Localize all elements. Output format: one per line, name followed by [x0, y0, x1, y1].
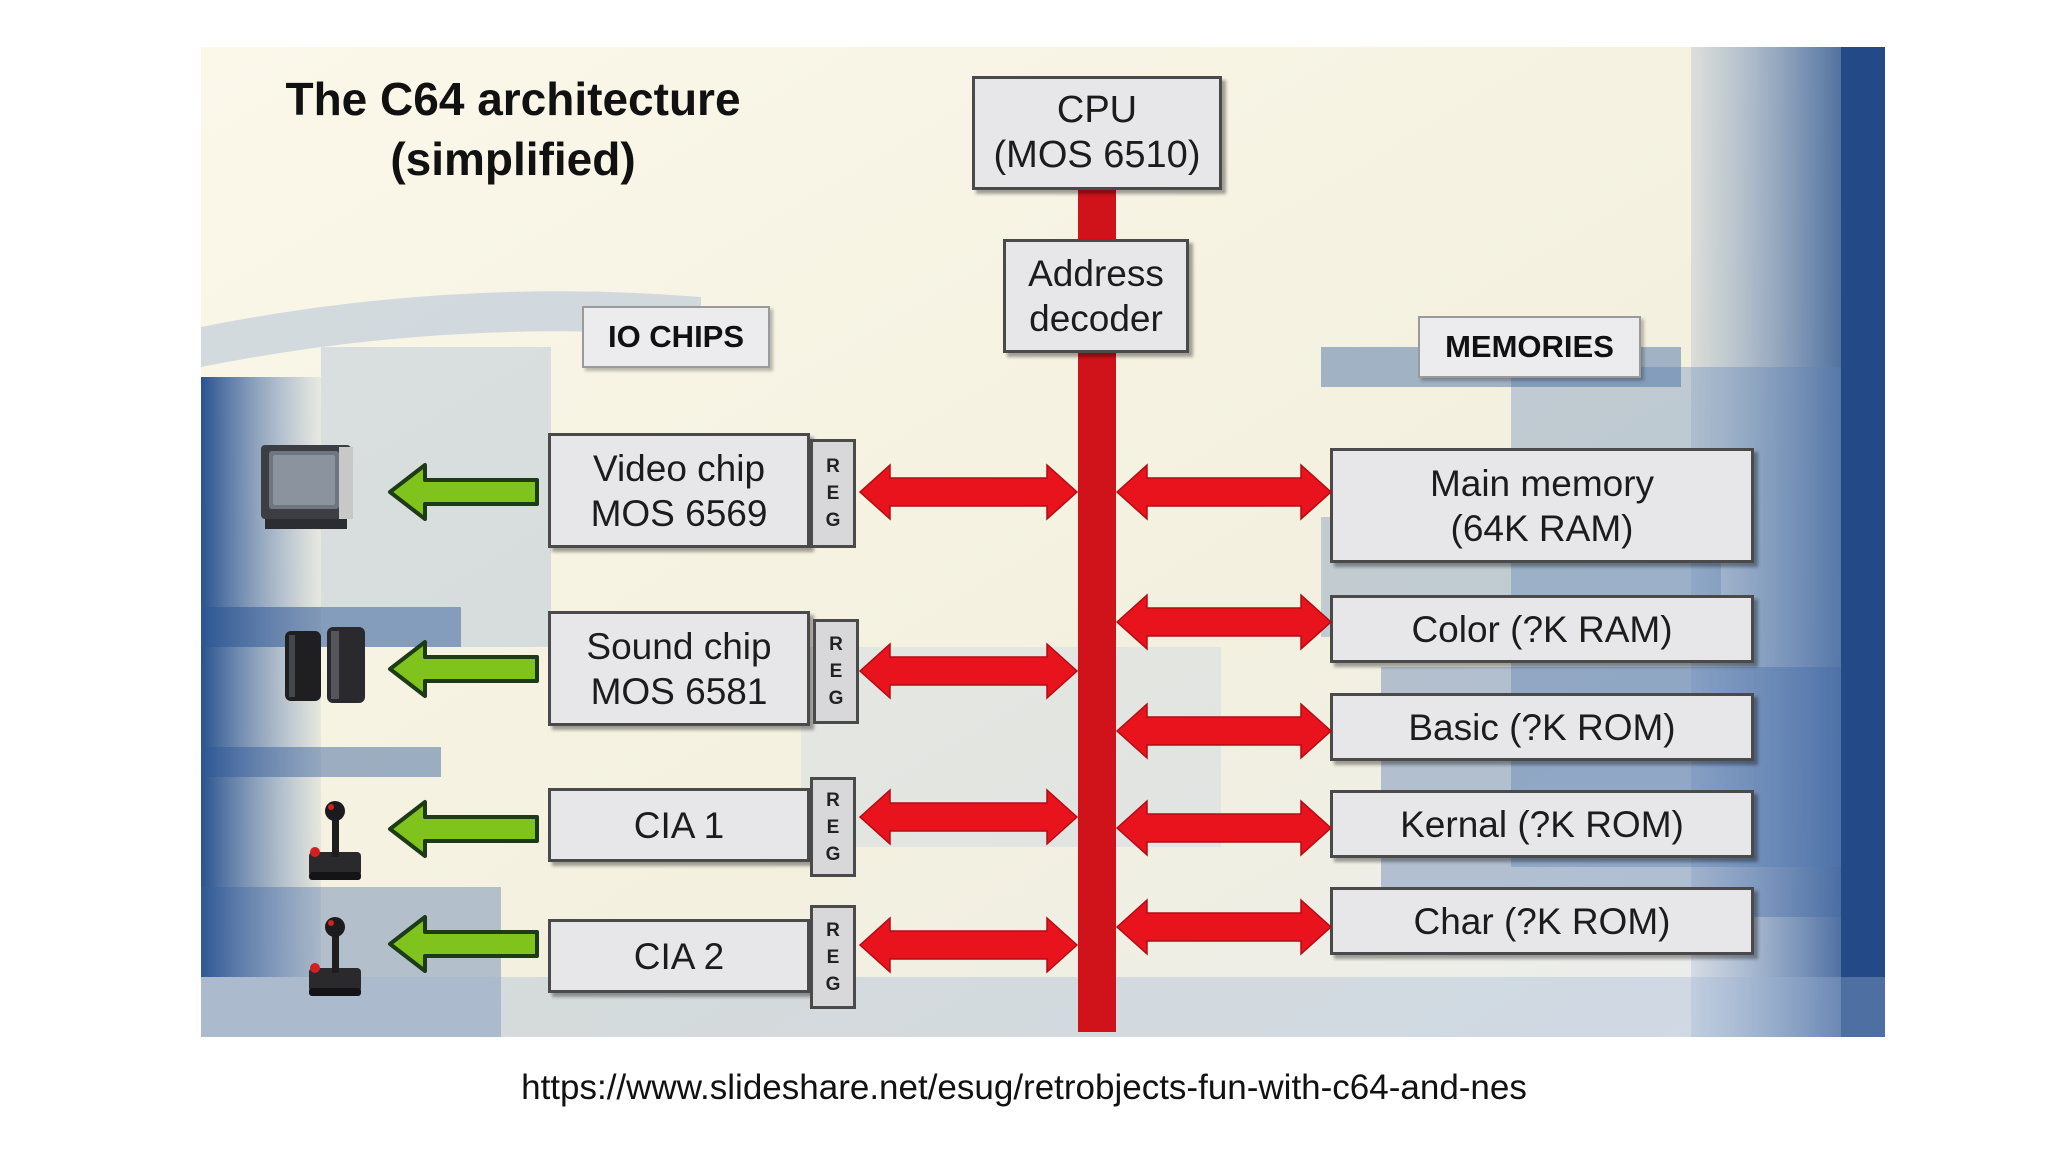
- reg-letter: G: [828, 688, 844, 709]
- cia1-box: CIA 1: [548, 788, 810, 862]
- kernal-rom-box: Kernal (?K ROM): [1330, 790, 1754, 858]
- reg-letter: G: [825, 843, 841, 865]
- cia2-box: CIA 2: [548, 919, 810, 993]
- sound-chip-register: R E G: [813, 619, 859, 724]
- reg-letter: G: [825, 510, 841, 531]
- char-rom-box: Char (?K ROM): [1330, 887, 1754, 955]
- reg-letter: R: [826, 919, 840, 941]
- cia2-register: R E G: [810, 905, 856, 1009]
- diagram-title: The C64 architecture (simplified): [285, 73, 741, 185]
- joystick-icon: [309, 917, 361, 996]
- color-ram-box: Color (?K RAM): [1330, 595, 1754, 663]
- reg-letter: E: [826, 816, 840, 838]
- cia1-register: R E G: [810, 777, 856, 877]
- source-url[interactable]: https://www.slideshare.net/esug/retrobje…: [521, 1068, 1527, 1107]
- memories-label: MEMORIES: [1418, 316, 1641, 378]
- joystick-icon: [309, 801, 361, 880]
- speakers-icon: [285, 627, 365, 703]
- diagram-panel: The C64 architecture (simplified) CPU (M…: [201, 47, 1885, 1037]
- reg-letter: R: [826, 456, 840, 477]
- tv-monitor-icon: [261, 445, 353, 529]
- reg-letter: E: [826, 483, 840, 504]
- basic-rom-box: Basic (?K ROM): [1330, 693, 1754, 761]
- reg-letter: R: [829, 634, 843, 655]
- sound-chip-box: Sound chip MOS 6581: [548, 611, 810, 726]
- reg-letter: E: [826, 946, 840, 968]
- main-memory-box: Main memory (64K RAM): [1330, 448, 1754, 563]
- video-chip-box: Video chip MOS 6569: [548, 433, 810, 548]
- reg-letter: E: [829, 661, 843, 682]
- io-chips-label: IO CHIPS: [582, 306, 770, 368]
- address-decoder-box: Address decoder: [1003, 239, 1189, 353]
- video-chip-register: R E G: [810, 439, 856, 548]
- reg-letter: G: [825, 973, 841, 995]
- reg-letter: R: [826, 789, 840, 811]
- cpu-box: CPU (MOS 6510): [972, 76, 1222, 190]
